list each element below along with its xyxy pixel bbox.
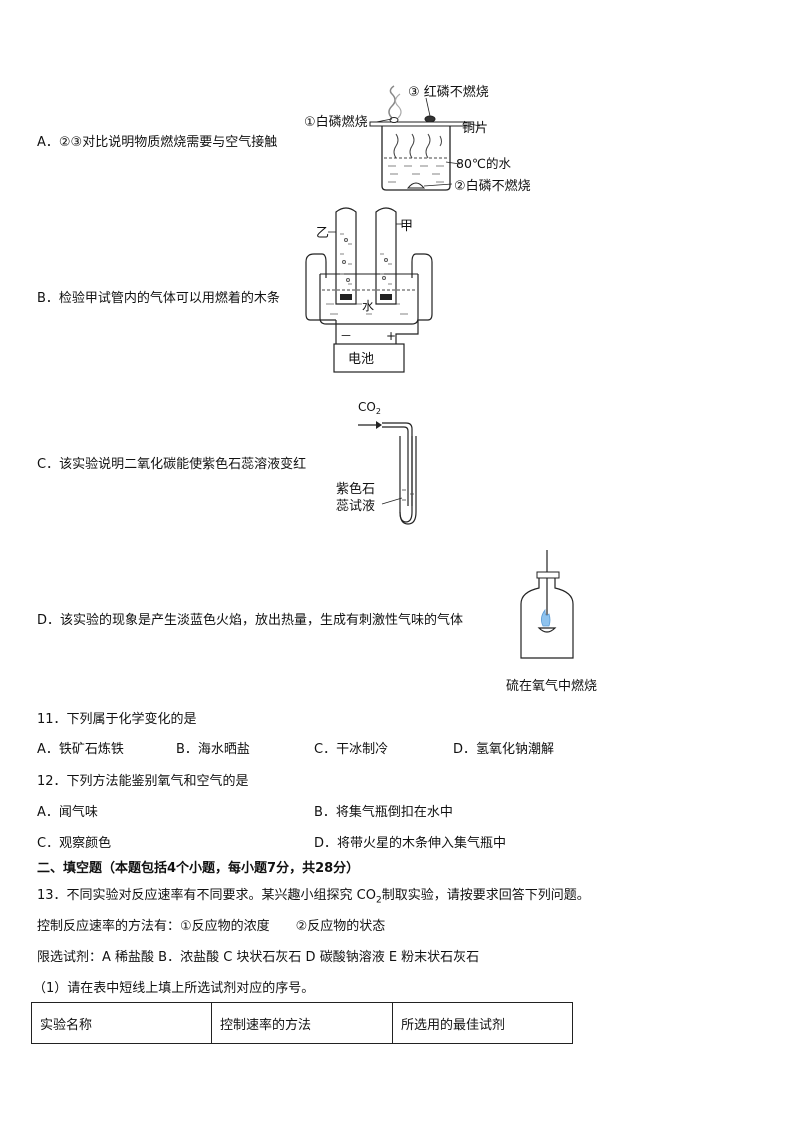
diagram-electrolysis: 电池 － + 水 乙 甲	[305, 207, 433, 373]
test-tube	[399, 436, 413, 523]
wire-right	[411, 253, 433, 321]
label-red-phosphorus: ③ 红磷不燃烧	[408, 84, 489, 100]
blue-flame	[541, 608, 551, 627]
diagram-sulfur-in-oxygen	[520, 550, 574, 659]
label-water-80: 80℃的水	[456, 156, 511, 171]
battery-box	[333, 343, 405, 373]
q13-control-methods: 控制反应速率的方法有：①反应物的浓度 ②反应物的状态	[37, 919, 386, 934]
q13-stem: 13．不同实验对反应速率有不同要求。某兴趣小组探究 CO2制取实验，请按要求回答…	[37, 888, 590, 906]
section-heading: 二、填空题（本题包括4个小题，每小题7分，共28分）	[37, 861, 360, 876]
label-white-not-burning: ②白磷不燃烧	[454, 178, 531, 194]
water-waves	[393, 133, 442, 159]
q12-option-b: B．将集气瓶倒扣在水中	[314, 805, 453, 820]
smoke-wisp	[394, 93, 402, 119]
q12-option-d: D．将带火星的木条伸入集气瓶中	[314, 836, 507, 851]
electrode-right	[380, 294, 392, 300]
q12-stem: 12．下列方法能鉴别氧气和空气的是	[37, 774, 249, 789]
option-a-text: A．②③对比说明物质燃烧需要与空气接触	[37, 135, 278, 150]
copper-plate	[369, 121, 471, 127]
option-c-text: C．该实验说明二氧化碳能使紫色石蕊溶液变红	[37, 457, 307, 472]
smoke-wisp	[388, 85, 396, 119]
test-tube-jia	[375, 207, 397, 305]
diagram-phosphorus-combustion: ③ 红磷不燃烧 ①白磷燃烧 铜片 80℃的水 ②白磷不燃烧	[304, 84, 531, 194]
red-phosphorus	[424, 115, 436, 123]
label-yi: 乙	[316, 226, 329, 241]
table-header-cell: 实验名称	[31, 1002, 212, 1044]
gas-jar	[520, 578, 574, 659]
q11-option-d: D．氢氧化钠潮解	[453, 742, 555, 757]
label-white-burning: ①白磷燃烧	[304, 114, 368, 130]
white-phosphorus-underwater	[406, 182, 426, 189]
bottle-stopper	[536, 571, 560, 579]
q12-option-c: C．观察颜色	[37, 836, 112, 851]
q11-option-a: A．铁矿石炼铁	[37, 742, 124, 757]
label-battery: 电池	[348, 352, 374, 367]
q13-subquestion-1: （1）请在表中短线上填上所选试剂对应的序号。	[33, 981, 315, 996]
q11-option-c: C．干冰制冷	[314, 742, 389, 757]
table-header-cell: 控制速率的方法	[211, 1002, 393, 1044]
option-d-caption: 硫在氧气中燃烧	[506, 679, 598, 694]
q12-option-a: A．闻气味	[37, 805, 98, 820]
label-litmus-line2: 蕊试液	[336, 499, 375, 514]
table-row: 实验名称 控制速率的方法 所选用的最佳试剂	[31, 1002, 573, 1044]
beaker	[381, 126, 451, 191]
label-plus: +	[386, 329, 396, 343]
white-phosphorus-burning	[389, 117, 399, 123]
water-hatch	[388, 165, 444, 183]
label-water: 水	[362, 299, 374, 313]
option-d-text: D．该实验的现象是产生淡蓝色火焰，放出热量，生成有刺激性气味的气体	[37, 613, 464, 628]
electrode-left	[340, 294, 352, 300]
experiment-table: 实验名称 控制速率的方法 所选用的最佳试剂	[31, 1002, 573, 1044]
table-header-cell: 所选用的最佳试剂	[392, 1002, 573, 1044]
diagram-co2-litmus: CO2 紫色石 蕊试液	[336, 400, 417, 525]
q13-reagents: 限选试剂：A 稀盐酸 B．浓盐酸 C 块状石灰石 D 碳酸钠溶液 E 粉末状石灰…	[37, 950, 480, 965]
q11-stem: 11．下列属于化学变化的是	[37, 712, 197, 727]
wire-left	[305, 253, 336, 321]
label-minus: －	[340, 329, 352, 343]
label-jia: 甲	[400, 219, 413, 234]
option-b-text: B．检验甲试管内的气体可以用燃着的木条	[37, 291, 280, 306]
delivery-tube	[382, 422, 413, 506]
label-co2: CO2	[358, 400, 381, 416]
combustion-spoon	[537, 627, 557, 633]
label-copper: 铜片	[462, 121, 488, 136]
test-tube-yi	[335, 207, 357, 305]
q11-option-b: B．海水晒盐	[176, 742, 250, 757]
label-litmus-line1: 紫色石	[336, 481, 375, 497]
